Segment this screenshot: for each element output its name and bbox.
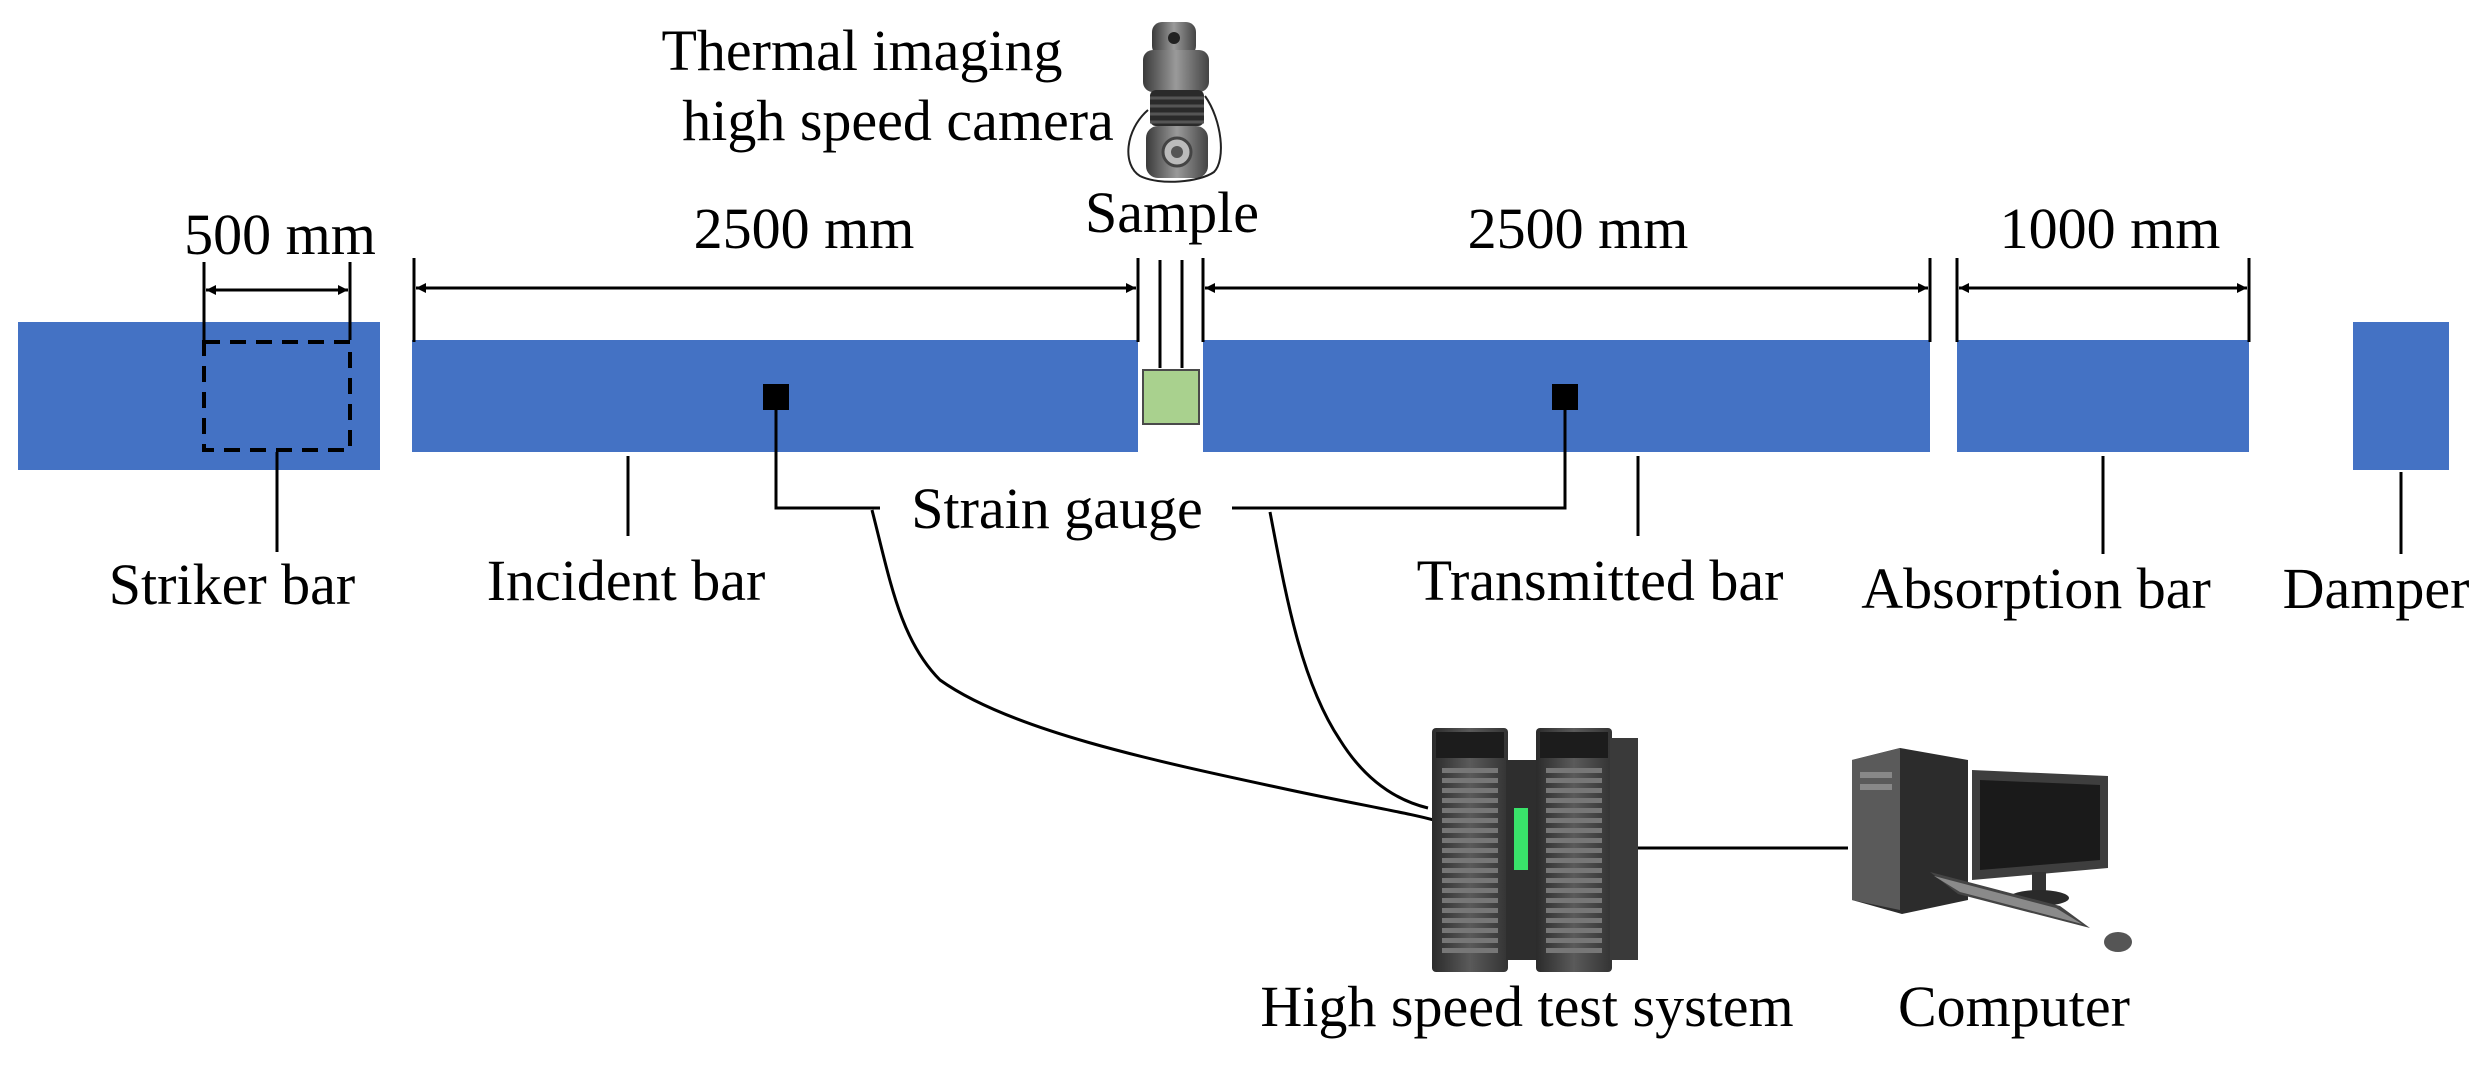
damper-label: Damper: [2283, 556, 2470, 621]
computer-label: Computer: [1898, 974, 2130, 1039]
camera-icon: [1127, 22, 1222, 183]
test-system-label: High speed test system: [1260, 974, 1793, 1039]
damper-block: [2353, 322, 2449, 470]
dimension-transmitted: [1201, 258, 1932, 342]
dimension-striker: [202, 262, 352, 340]
desktop-computer-icon: [1852, 748, 2132, 952]
dimension-incident: [412, 258, 1140, 342]
incident-dim-label: 2500 mm: [694, 196, 915, 261]
striker-bar-dashed: [202, 340, 352, 452]
sample-leader: [1158, 260, 1184, 368]
striker-bar-label: Striker bar: [109, 552, 355, 617]
strain-gauge-label: Strain gauge: [911, 476, 1203, 541]
dimension-absorption: [1955, 258, 2251, 342]
absorption-dim-label: 1000 mm: [2000, 196, 2221, 261]
striker-bar-housing: [18, 322, 380, 470]
strain-gauge-wiring: [774, 410, 1567, 824]
camera-label-line1: Thermal imaging: [661, 18, 1062, 83]
striker-dim-label: 500 mm: [184, 202, 376, 267]
server-tower-icon: [1432, 728, 1638, 972]
incident-bar-label: Incident bar: [487, 548, 766, 613]
sample-label: Sample: [1085, 180, 1259, 245]
absorption-bar-label: Absorption bar: [1861, 556, 2211, 621]
strain-gauge-transmitted: [1552, 384, 1578, 410]
camera-label-line2: high speed camera: [682, 88, 1114, 153]
transmitted-bar-label: Transmitted bar: [1417, 548, 1784, 613]
transmitted-dim-label: 2500 mm: [1468, 196, 1689, 261]
strain-gauge-incident: [763, 384, 789, 410]
absorption-bar: [1957, 340, 2249, 452]
sample-block: [1142, 369, 1200, 425]
